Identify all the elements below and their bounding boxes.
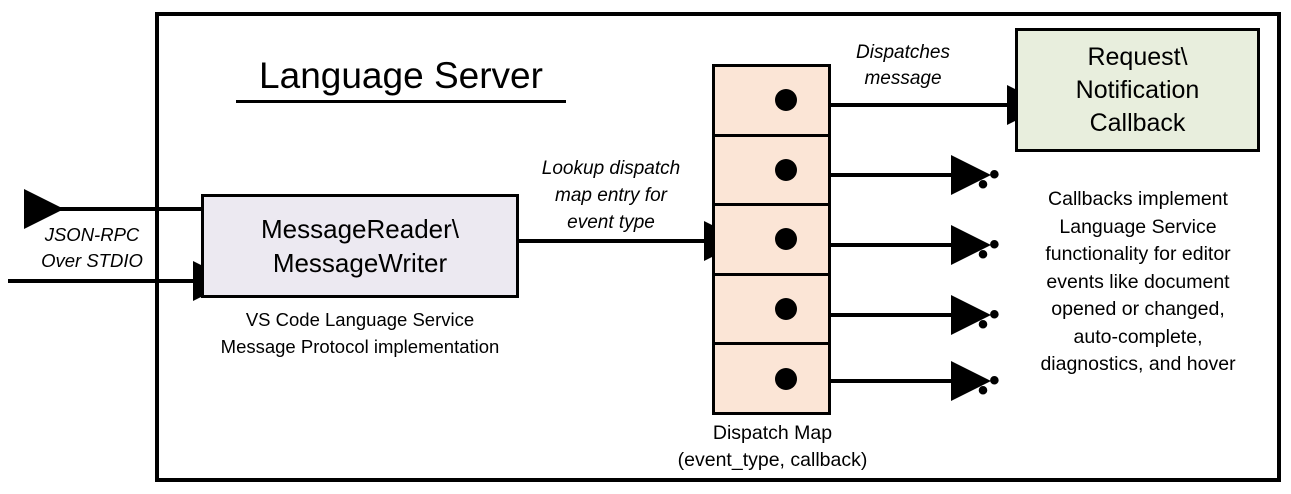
callback-pointer-dot <box>775 367 797 390</box>
callback-box-line-3: Callback <box>1089 108 1186 137</box>
message-reader-writer-box[interactable]: MessageReader\ MessageWriter <box>201 194 519 298</box>
callback-caption-line-7: diagnostics, and hover <box>1040 353 1236 375</box>
lookup-label-line-1: Lookup dispatch <box>541 158 681 179</box>
ellipsis-row-5: • • • <box>966 364 1002 407</box>
callback-caption-line-2: Language Service <box>1059 215 1217 238</box>
callback-pointer-dot <box>775 89 797 112</box>
table-row[interactable] <box>712 133 831 204</box>
table-row[interactable] <box>712 203 831 273</box>
dispatch-map-caption-line-2: (event_type, callback) <box>677 449 868 471</box>
callback-caption-line-5: opened or changed, <box>1051 298 1225 320</box>
jsonrpc-label-line-1: JSON-RPC <box>44 224 140 245</box>
ellipsis-row-3: • • • <box>966 228 1002 271</box>
ellipsis-row-4: • • • <box>966 298 1002 341</box>
message-caption-line-1: VS Code Language Service <box>245 309 475 330</box>
callback-pointer-dot <box>775 228 797 251</box>
page-title: Language Server <box>236 53 566 103</box>
dispatches-label-line-1: Dispatches <box>856 42 950 63</box>
message-box-line-2: MessageWriter <box>272 248 448 278</box>
lookup-dispatch-label: Lookup dispatch map entry for event type <box>516 155 706 236</box>
callback-caption-line-3: functionality for editor <box>1045 243 1231 265</box>
callback-box-line-2: Notification <box>1075 75 1200 104</box>
message-caption-line-2: Message Protocol implementation <box>220 336 500 357</box>
lookup-label-line-3: event type <box>567 212 655 233</box>
request-notification-callback-box[interactable]: Request\ Notification Callback <box>1015 28 1260 152</box>
message-box-caption: VS Code Language Service Message Protoco… <box>195 306 525 360</box>
message-box-line-1: MessageReader\ <box>261 214 459 244</box>
dispatches-message-label: Dispatches message <box>838 40 968 92</box>
callback-pointer-dot <box>775 158 797 181</box>
jsonrpc-label-line-2: Over STDIO <box>41 250 143 271</box>
callback-box-line-1: Request\ <box>1087 42 1188 71</box>
callback-caption-line-4: events like document <box>1046 270 1230 293</box>
callback-caption-line-6: auto-complete, <box>1073 325 1203 348</box>
dispatches-label-line-2: message <box>864 68 942 89</box>
language-server-container <box>155 12 1281 482</box>
dispatch-map-caption-line-1: Dispatch Map <box>712 422 833 444</box>
table-row[interactable] <box>712 342 831 415</box>
callback-pointer-dot <box>775 298 797 321</box>
table-row[interactable] <box>712 64 831 134</box>
dispatch-map-table[interactable] <box>712 64 831 415</box>
jsonrpc-transport-label: JSON-RPC Over STDIO <box>22 222 162 274</box>
callback-caption-line-1: Callbacks implement <box>1048 188 1228 210</box>
lookup-label-line-2: map entry for <box>555 185 667 206</box>
table-row[interactable] <box>712 272 831 343</box>
callback-box-caption: Callbacks implement Language Service fun… <box>1005 186 1271 379</box>
dispatch-map-caption: Dispatch Map (event_type, callback) <box>655 420 890 474</box>
ellipsis-row-2: • • • <box>966 158 1002 201</box>
